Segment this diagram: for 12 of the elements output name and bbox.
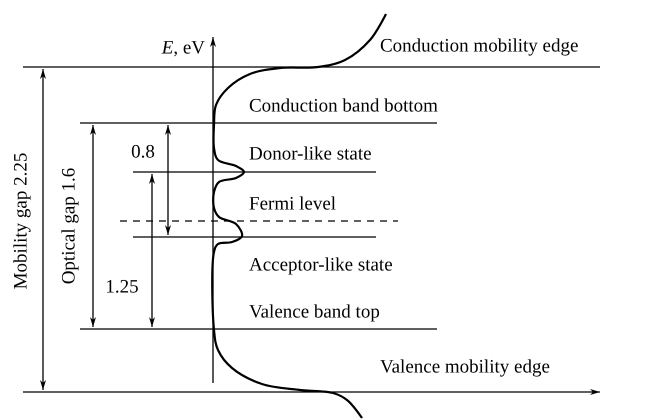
text-label: 0.8 <box>131 142 155 164</box>
text-label: Acceptor-like state <box>249 256 393 276</box>
gap-label: Optical gap 1.6 <box>60 168 80 284</box>
text-label: Valence mobility edge <box>380 358 550 378</box>
text-label: Conduction mobility edge <box>380 36 578 58</box>
text-label: Conduction band bottom <box>249 96 438 118</box>
text-label: Donor-like state <box>249 144 372 166</box>
text-label: Valence band top <box>249 302 380 324</box>
text-label: E, eV <box>162 38 205 60</box>
text-label: 1.25 <box>105 278 139 298</box>
text-label: Fermi level <box>249 194 336 216</box>
gap-label: Mobility gap 2.25 <box>12 152 32 290</box>
